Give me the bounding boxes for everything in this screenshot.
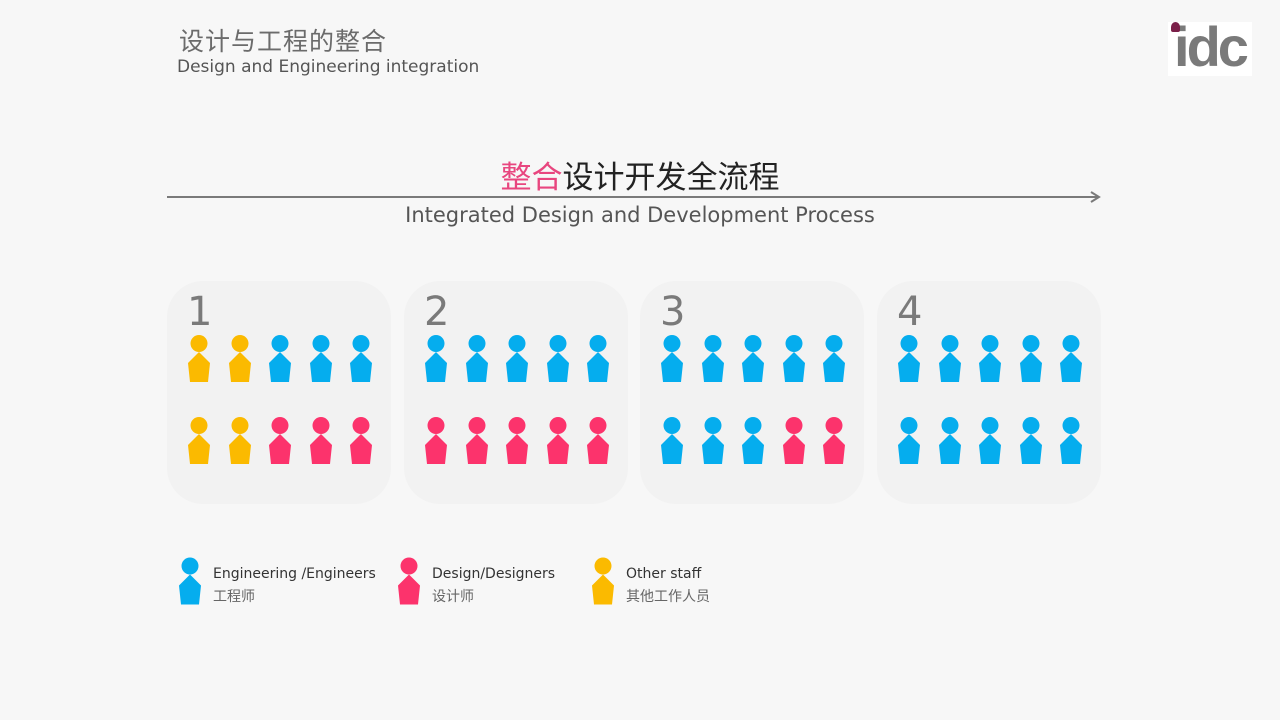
- process-title: 整合设计开发全流程: [0, 152, 1280, 197]
- person-engineering-icon: [938, 417, 962, 469]
- person-engineering-icon: [701, 335, 725, 387]
- idc-logo: idc: [1168, 15, 1252, 78]
- person-engineering-icon: [822, 335, 846, 387]
- legend-sublabel: 工程师: [213, 589, 255, 605]
- logo-dot: [1171, 22, 1180, 32]
- process-subtitle: Integrated Design and Development Proces…: [405, 203, 875, 227]
- process-title-rest: 设计开发全流程: [562, 160, 780, 196]
- person-design-icon: [309, 417, 333, 469]
- stage-panel-2: 2: [404, 281, 628, 504]
- legend-engineering-icon: [178, 557, 202, 610]
- stage-panel-1: 1: [167, 281, 391, 504]
- person-engineering-icon: [1059, 417, 1083, 469]
- logo-text: idc: [1174, 15, 1249, 78]
- person-other-icon: [228, 417, 252, 469]
- stage-number: 4: [897, 289, 923, 335]
- person-engineering-icon: [701, 417, 725, 469]
- person-design-icon: [349, 417, 373, 469]
- person-engineering-icon: [897, 417, 921, 469]
- person-other-icon: [187, 335, 211, 387]
- person-design-icon: [586, 417, 610, 469]
- person-engineering-icon: [741, 335, 765, 387]
- process-title-accent: 整合: [500, 160, 563, 196]
- person-design-icon: [505, 417, 529, 469]
- stage-panel-4: 4: [877, 281, 1101, 504]
- legend-label: Other staff: [626, 566, 702, 582]
- person-engineering-icon: [586, 335, 610, 387]
- person-engineering-icon: [741, 417, 765, 469]
- person-engineering-icon: [1019, 335, 1043, 387]
- arrow-head: [1090, 191, 1101, 203]
- page-title: 设计与工程的整合: [179, 27, 388, 56]
- person-engineering-icon: [309, 335, 333, 387]
- person-other-icon: [187, 417, 211, 469]
- stage-number: 1: [187, 289, 213, 335]
- person-engineering-icon: [268, 335, 292, 387]
- person-engineering-icon: [1059, 335, 1083, 387]
- person-engineering-icon: [505, 335, 529, 387]
- stage-number: 2: [424, 289, 450, 335]
- person-engineering-icon: [897, 335, 921, 387]
- person-engineering-icon: [465, 335, 489, 387]
- person-engineering-icon: [978, 417, 1002, 469]
- person-engineering-icon: [938, 335, 962, 387]
- person-design-icon: [465, 417, 489, 469]
- person-engineering-icon: [660, 335, 684, 387]
- legend-design-icon: [397, 557, 421, 610]
- person-design-icon: [822, 417, 846, 469]
- person-engineering-icon: [660, 417, 684, 469]
- person-engineering-icon: [349, 335, 373, 387]
- person-engineering-icon: [978, 335, 1002, 387]
- person-design-icon: [424, 417, 448, 469]
- legend-sublabel: 设计师: [432, 589, 474, 605]
- stage-panel-3: 3: [640, 281, 864, 504]
- person-engineering-icon: [1019, 417, 1043, 469]
- person-other-icon: [228, 335, 252, 387]
- legend-other-icon: [591, 557, 615, 610]
- person-design-icon: [546, 417, 570, 469]
- legend-sublabel: 其他工作人员: [626, 589, 710, 605]
- person-design-icon: [268, 417, 292, 469]
- person-engineering-icon: [782, 335, 806, 387]
- process-arrow-icon: [167, 191, 1101, 203]
- person-engineering-icon: [546, 335, 570, 387]
- person-design-icon: [782, 417, 806, 469]
- stage-number: 3: [660, 289, 686, 335]
- legend-label: Design/Designers: [432, 566, 556, 582]
- legend-label: Engineering /Engineers: [213, 566, 376, 582]
- person-engineering-icon: [424, 335, 448, 387]
- page-subtitle: Design and Engineering integration: [177, 57, 480, 77]
